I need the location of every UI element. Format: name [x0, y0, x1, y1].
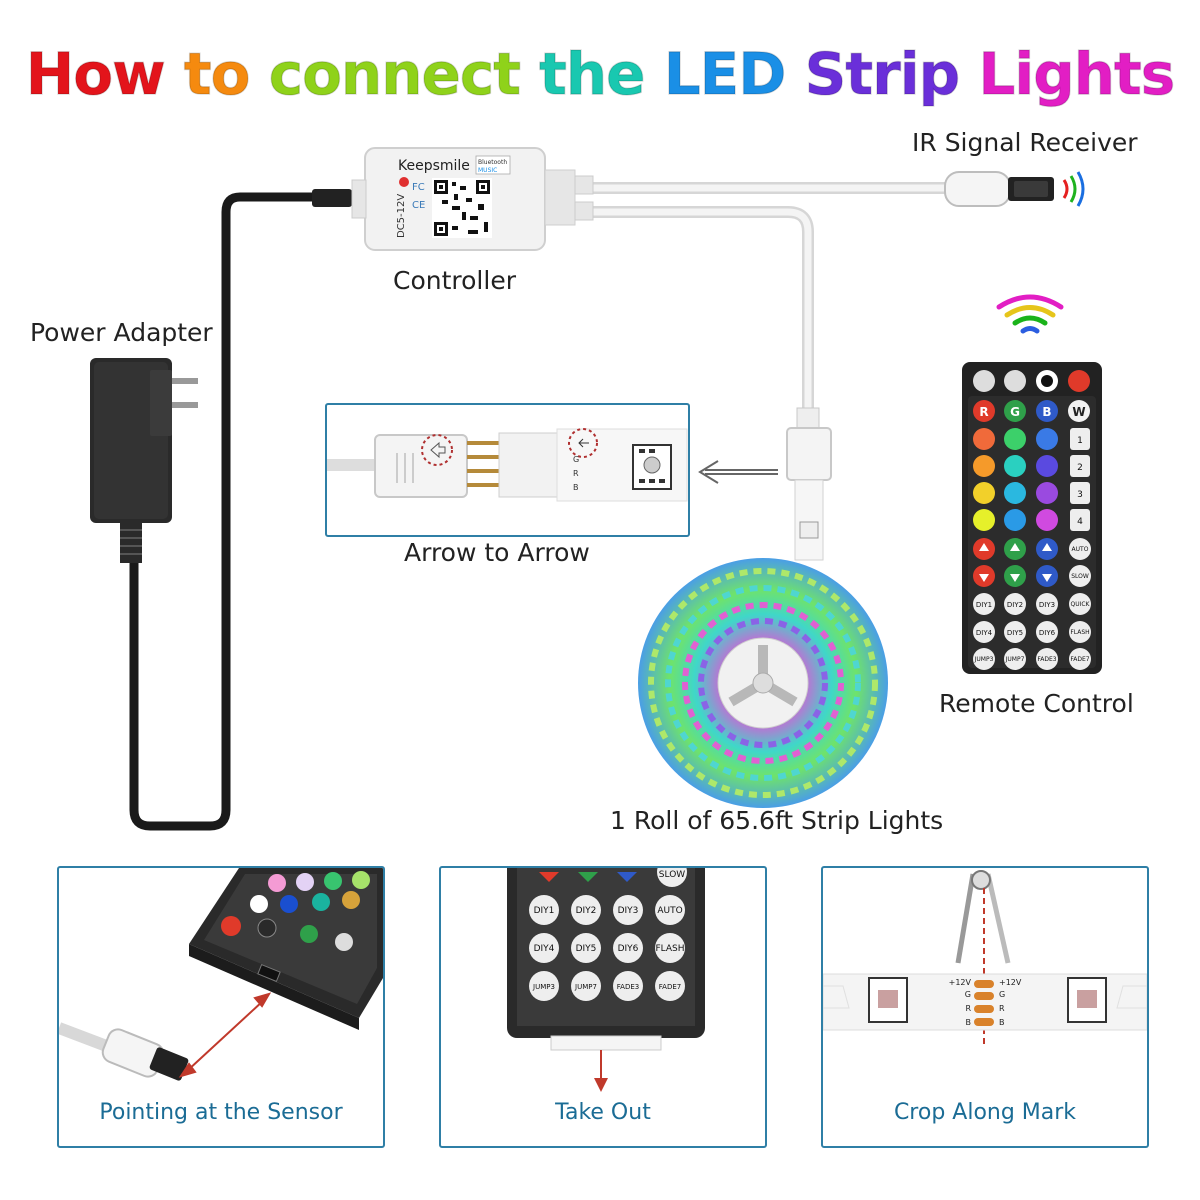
- remote-jump3: JUMP3: [974, 656, 994, 663]
- left-arrow: [698, 460, 778, 484]
- power-cable: [129, 192, 320, 831]
- panel-crop-mark-illustration: +12V G R B +12V G R B: [823, 870, 1147, 1048]
- title-word: LED: [663, 39, 787, 109]
- remote-jump7: JUMP7: [1005, 656, 1025, 663]
- panel-caption-take-out: Take Out: [555, 1100, 651, 1125]
- remote-quick: QUICK: [1070, 601, 1090, 608]
- power-adapter-label: Power Adapter: [30, 318, 213, 347]
- title-word: the: [538, 39, 646, 109]
- strip-mark-right: B: [999, 1018, 1005, 1027]
- remote-fade7: FADE7: [1070, 656, 1089, 663]
- scissors-icon: [955, 870, 1011, 964]
- remote-top-buttons: [973, 370, 1090, 392]
- ir-receiver-label: IR Signal Receiver: [912, 128, 1138, 157]
- controller-badge-top: Bluetooth: [478, 159, 507, 166]
- pin-g: G: [573, 455, 579, 464]
- strip-mark-left: +12V: [949, 978, 972, 987]
- remote-diy1: DIY1: [976, 601, 992, 609]
- panel2-slow: SLOW: [659, 870, 685, 880]
- panel2-btn: DIY6: [618, 944, 639, 954]
- panel2-btn: JUMP3: [532, 983, 555, 991]
- pin-r: R: [573, 469, 579, 478]
- remote-fade3: FADE3: [1037, 656, 1056, 663]
- title-word: connect: [268, 39, 522, 109]
- remote-btn-b: B: [1042, 405, 1051, 419]
- remote-btn-g: G: [1010, 405, 1020, 419]
- strip-cable-inner: [590, 208, 812, 410]
- remote-color-grid: [973, 428, 1058, 531]
- panel2-btn: FLASH: [655, 944, 684, 954]
- power-plug: [312, 189, 352, 207]
- panel-pointing-sensor: Pointing at the Sensor: [57, 866, 385, 1148]
- remote-diy3: DIY3: [1039, 601, 1055, 609]
- title-word: Strip: [804, 39, 961, 109]
- strip-mark-right: G: [999, 990, 1005, 999]
- panel2-btn: FADE3: [617, 983, 639, 991]
- panel2-btn: FADE7: [659, 983, 681, 991]
- connector-detail: G R B: [327, 428, 688, 502]
- wiring-diagram: Keepsmile Bluetooth MUSIC FC CE DC5-12V: [90, 147, 1085, 831]
- strip-mark-left: R: [965, 1004, 971, 1013]
- panel-pointing-sensor-illustration: [59, 868, 383, 1081]
- panel2-btn: AUTO: [657, 906, 682, 916]
- arrow-to-arrow-label: Arrow to Arrow: [404, 538, 590, 567]
- strip-mark-right: +12V: [999, 978, 1022, 987]
- title-word: to: [183, 39, 251, 109]
- strip-roll-label: 1 Roll of 65.6ft Strip Lights: [610, 806, 944, 835]
- panel2-btn: DIY1: [534, 906, 555, 916]
- remote-diy6: DIY6: [1039, 629, 1056, 637]
- page-title: How to connect the LED Strip Lights: [0, 39, 1200, 109]
- remote-music-1: 1: [1077, 436, 1083, 446]
- title-word: How: [25, 39, 166, 109]
- controller-box: Keepsmile Bluetooth MUSIC FC CE DC5-12V: [351, 147, 594, 251]
- remote-music-4: 4: [1077, 517, 1083, 527]
- arrow-to-arrow-inset: G R B: [325, 403, 690, 537]
- strip-roll: [638, 558, 888, 808]
- controller-voltage: DC5-12V: [396, 194, 407, 238]
- panel-take-out-illustration: SLOW DIY1 DIY2 DIY3 AUTO DIY4 DIY5 DIY6 …: [507, 868, 705, 1092]
- panel2-btn: DIY3: [618, 906, 639, 916]
- signal-icon: [996, 294, 1064, 334]
- remote-diy2: DIY2: [1007, 601, 1023, 609]
- power-adapter: [90, 358, 198, 563]
- strip-mark-right: R: [999, 1004, 1005, 1013]
- controller-fc: FC: [412, 182, 425, 193]
- controller-brand: Keepsmile: [398, 158, 470, 174]
- pin-b: B: [573, 483, 579, 492]
- panel2-btn: JUMP7: [574, 983, 597, 991]
- strip-connector: [786, 407, 832, 561]
- remote-btn-w: W: [1072, 405, 1085, 419]
- remote-btn-r: R: [979, 405, 988, 419]
- controller-ce: CE: [412, 200, 425, 211]
- remote-arrow-buttons: [973, 538, 1058, 587]
- controller-badge-bottom: MUSIC: [478, 167, 497, 174]
- remote-slow: SLOW: [1071, 573, 1089, 580]
- panel2-btn: DIY2: [576, 906, 597, 916]
- arrow-to-arrow-label-b: to Arrow: [484, 538, 590, 567]
- remote-auto: AUTO: [1072, 546, 1089, 553]
- controller-label: Controller: [393, 266, 516, 295]
- qr-code: [434, 180, 490, 236]
- title-word: Lights: [978, 39, 1176, 109]
- remote-diy4: DIY4: [976, 629, 993, 637]
- panel2-btn: DIY5: [576, 944, 597, 954]
- remote-music-3: 3: [1077, 490, 1083, 500]
- panel-crop-mark: +12V G R B +12V G R B Crop Along Mark: [821, 866, 1149, 1148]
- remote-diy5: DIY5: [1007, 629, 1023, 637]
- arrow-to-arrow-label-a: Arrow: [404, 538, 477, 567]
- remote-control: R G B W 1 2 3 4 AUTO SLOW QUICK FLASH FA…: [962, 362, 1102, 674]
- panel2-btn: DIY4: [534, 944, 555, 954]
- strip-cable: [590, 206, 814, 410]
- remote-music-2: 2: [1077, 463, 1083, 473]
- panel-take-out: SLOW DIY1 DIY2 DIY3 AUTO DIY4 DIY5 DIY6 …: [439, 866, 767, 1148]
- ir-receiver: [944, 171, 1085, 207]
- strip-mark-left: B: [966, 1018, 972, 1027]
- remote-control-label: Remote Control: [939, 689, 1134, 718]
- panel-caption-crop: Crop Along Mark: [893, 1100, 1077, 1125]
- panel-caption-sensor: Pointing at the Sensor: [99, 1100, 343, 1125]
- strip-mark-left: G: [965, 990, 971, 999]
- remote-flash: FLASH: [1070, 629, 1089, 636]
